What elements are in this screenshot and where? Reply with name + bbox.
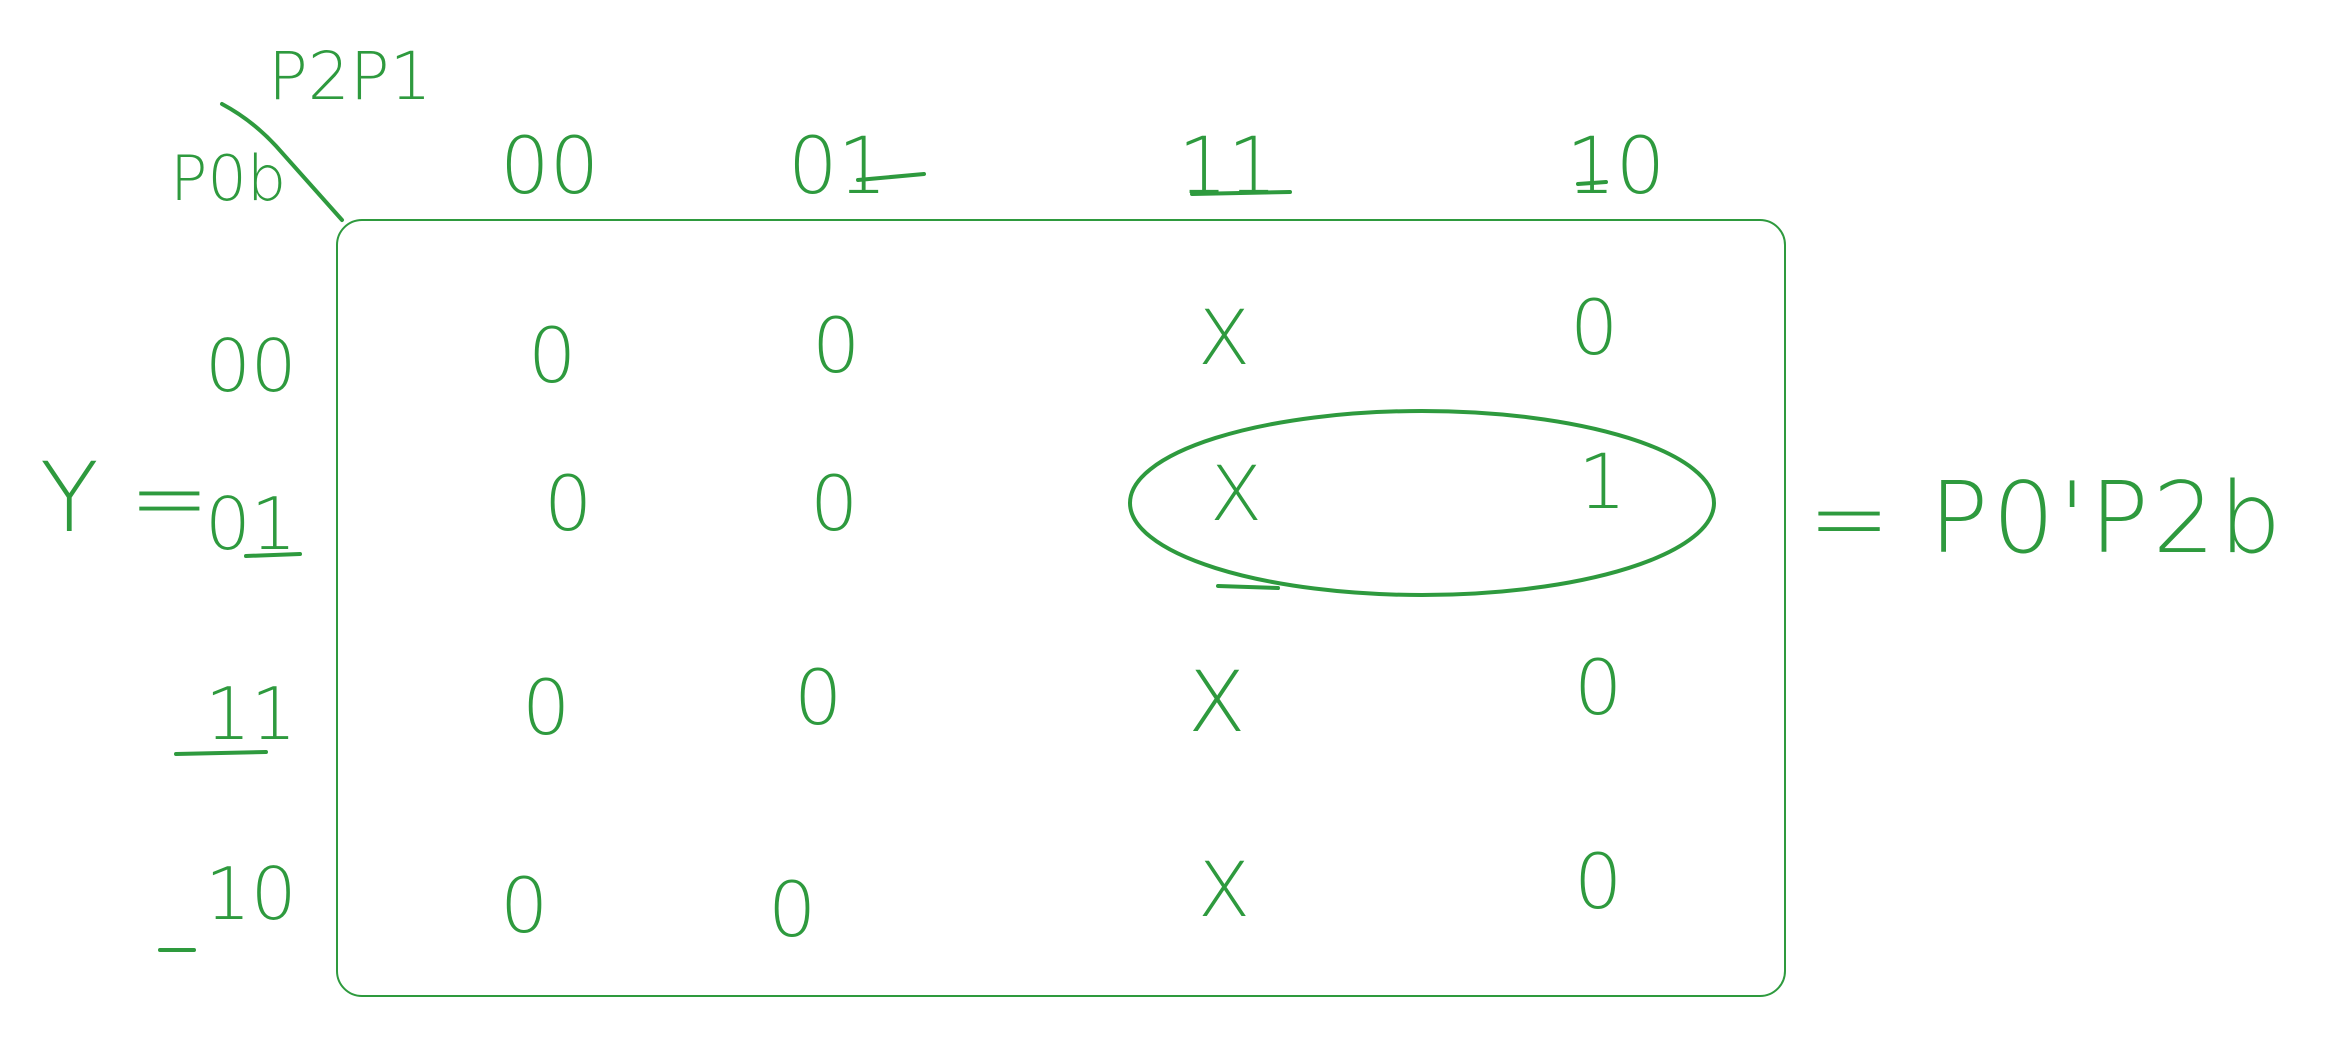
cell-r2-c1: 0 <box>794 653 843 742</box>
kmap-grid-frame <box>336 219 1786 997</box>
column-header-10: 10 <box>1566 122 1666 212</box>
cell-r3-c2: X <box>1198 845 1251 934</box>
underline-row-11 <box>174 750 268 756</box>
column-variable-label: P2P1 <box>268 38 432 115</box>
cell-r1-c0: 0 <box>544 459 593 548</box>
cell-r0-c0: 0 <box>528 311 577 400</box>
row-header-11: 11 <box>205 672 297 756</box>
cell-r0-c3: 0 <box>1570 283 1619 372</box>
cell-r3-c0: 0 <box>500 861 549 950</box>
cell-r0-c2: X <box>1198 293 1251 382</box>
cell-r3-c1: 0 <box>768 865 817 954</box>
underline-cell-x <box>1216 584 1280 590</box>
result-expression: = P0'P2b <box>1808 462 2286 576</box>
column-header-01: 01 <box>788 122 888 212</box>
column-header-00: 00 <box>500 122 600 212</box>
cell-r2-c0: 0 <box>522 663 571 752</box>
row-header-00: 00 <box>205 324 297 408</box>
cell-r1-c1: 0 <box>810 459 859 548</box>
underline-col-11 <box>1190 190 1292 196</box>
underline-row-01 <box>244 552 302 558</box>
row-variable-label: P0b <box>170 142 287 215</box>
cell-r2-c2: X <box>1188 653 1246 751</box>
group-loop <box>1128 409 1716 597</box>
cell-r1-c2: X <box>1210 449 1263 538</box>
cell-r3-c3: 0 <box>1574 837 1623 926</box>
row-header-01: 01 <box>205 482 297 566</box>
underline-col-10 <box>1576 180 1608 186</box>
row-header-10: 10 <box>205 852 297 936</box>
cell-r1-c3: 1 <box>1578 437 1627 526</box>
diagonal-divider <box>220 102 344 222</box>
underline-col-01 <box>856 172 926 182</box>
cell-r0-c1: 0 <box>812 301 861 390</box>
cell-r2-c3: 0 <box>1574 643 1623 732</box>
output-label: Y = <box>40 442 210 554</box>
